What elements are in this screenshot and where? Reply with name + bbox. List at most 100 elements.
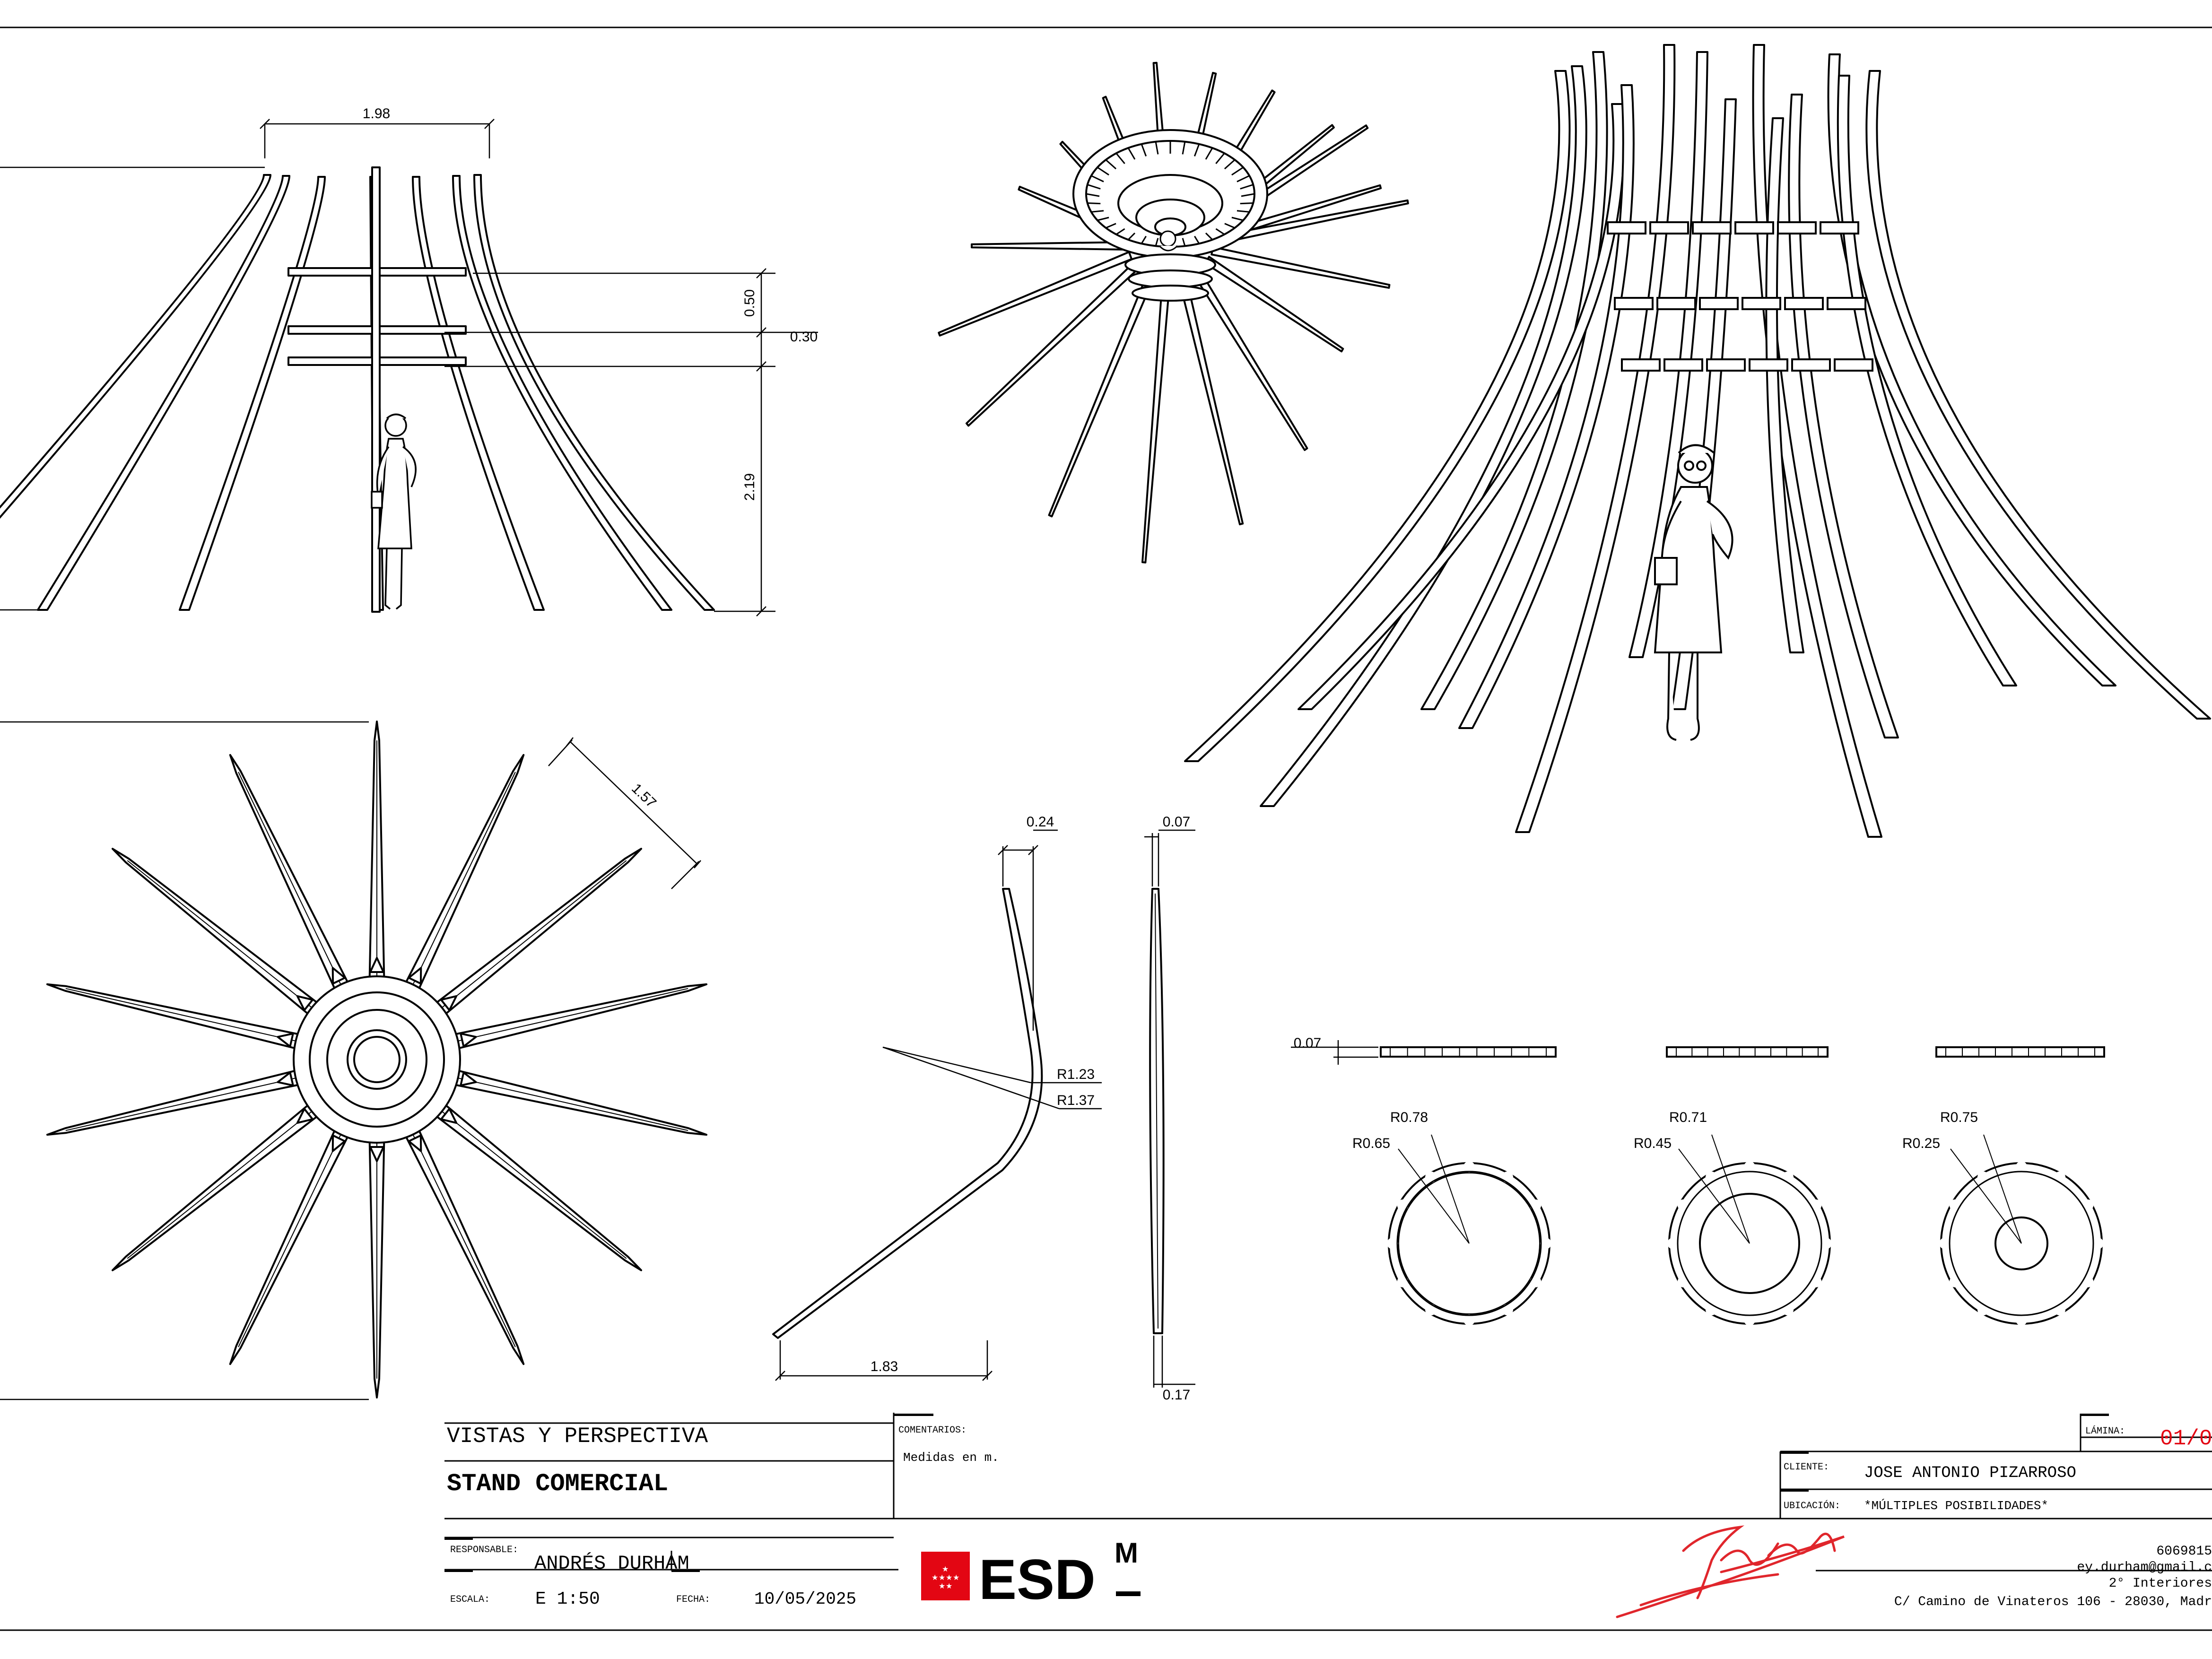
responsible-label: RESPONSABLE: bbox=[450, 1545, 518, 1555]
front-elevation-view bbox=[0, 166, 715, 613]
top-rib bbox=[938, 251, 1133, 337]
top-rib bbox=[971, 241, 1129, 251]
plan-rib-joint bbox=[408, 1134, 422, 1152]
comments-label: COMENTARIOS: bbox=[898, 1425, 967, 1436]
hub-slat bbox=[1115, 228, 1125, 235]
perspective-ring-segment bbox=[1706, 358, 1746, 372]
ring-details bbox=[1380, 1046, 2105, 1326]
front-rib bbox=[179, 176, 326, 611]
hub-slat bbox=[1193, 144, 1200, 156]
ring-notch bbox=[1744, 1161, 1755, 1173]
dim-ring-gap: 0.30 bbox=[790, 329, 818, 345]
ring-inner bbox=[1699, 1193, 1800, 1294]
perspective-rib bbox=[1184, 70, 1571, 762]
perspective-ring-segment bbox=[1649, 221, 1689, 235]
dim-base-height: 2.19 bbox=[742, 473, 758, 501]
sheet-number: 01/0 bbox=[2160, 1426, 2212, 1451]
plan-rib-centerline bbox=[428, 860, 627, 1019]
perspective-rib bbox=[1629, 51, 1708, 658]
plan-rib-joint bbox=[331, 967, 346, 985]
ring-notch bbox=[1540, 1238, 1551, 1249]
perspective-rib bbox=[1515, 44, 1676, 833]
plan-rib-joint bbox=[369, 957, 384, 973]
client-name: JOSE ANTONIO PIZARROSO bbox=[1864, 1464, 2076, 1482]
contact-phone: 6069815 bbox=[2156, 1544, 2212, 1559]
contact-address: C/ Camino de Vinateros 106 - 28030, Madr bbox=[1894, 1595, 2212, 1609]
hub-slat bbox=[1237, 175, 1250, 182]
date-value: 10/05/2025 bbox=[754, 1590, 856, 1609]
perspective-ring-segment bbox=[1663, 358, 1703, 372]
contact-email: ey.durham@gmail.c bbox=[2077, 1560, 2212, 1575]
plan-rib-joint bbox=[408, 967, 422, 985]
front-rib bbox=[37, 175, 290, 611]
hub-slat bbox=[1215, 153, 1225, 165]
front-rib bbox=[473, 174, 715, 611]
ring-notch bbox=[1820, 1238, 1832, 1249]
plan-rib-joint bbox=[440, 995, 458, 1011]
hub-slat bbox=[1105, 159, 1117, 170]
ring-notch bbox=[2016, 1314, 2027, 1326]
rib-profile bbox=[772, 888, 1043, 1339]
dim-ring3-outer: R0.75 bbox=[1940, 1110, 1978, 1125]
hub-slat bbox=[1215, 228, 1225, 235]
plan-rib-joint bbox=[277, 1071, 294, 1086]
hub-slat bbox=[1141, 144, 1147, 156]
human-figure-perspective bbox=[1654, 444, 1733, 741]
hub-slat bbox=[1091, 210, 1104, 213]
dim-rib-radius-inner: R1.23 bbox=[1057, 1067, 1095, 1082]
dim-ring2-outer: R0.71 bbox=[1669, 1110, 1707, 1125]
plan-dimensions bbox=[0, 721, 701, 1400]
hub-slat bbox=[1194, 235, 1200, 244]
esdm-logo-text: ESD bbox=[979, 1548, 1096, 1611]
rib-front-dimensions bbox=[1144, 829, 1195, 1388]
ring-notch-line bbox=[1677, 1171, 1822, 1316]
perspective-ring-segment bbox=[1621, 358, 1661, 372]
client-label: CLIENTE: bbox=[1784, 1462, 1829, 1473]
ring-thickness-dimension bbox=[1291, 1040, 1378, 1065]
title-block-frame bbox=[444, 1413, 2212, 1572]
front-rib bbox=[452, 175, 672, 611]
hub-slat bbox=[1086, 193, 1100, 197]
contact-block: 6069815 ey.durham@gmail.c 2° Interiores … bbox=[1894, 1544, 2212, 1609]
sheet-number-label: LÁMINA: bbox=[2085, 1425, 2125, 1437]
dim-ring-thickness: 0.07 bbox=[1294, 1035, 1321, 1051]
perspective-rib bbox=[1260, 65, 1587, 807]
ring-inner bbox=[1994, 1216, 2048, 1270]
plan-rib-centerline bbox=[65, 988, 313, 1045]
contact-course: 2° Interiores bbox=[2109, 1576, 2212, 1591]
plan-rib-joint bbox=[440, 1108, 458, 1124]
dim-ring1-outer: R0.78 bbox=[1390, 1110, 1428, 1125]
hub-slat bbox=[1155, 238, 1159, 246]
esdm-logo-superscript: M bbox=[1115, 1537, 1138, 1569]
right-perspective-rings bbox=[1607, 221, 1873, 372]
plan-rib-centerline bbox=[127, 860, 326, 1019]
front-rib bbox=[0, 174, 271, 519]
perspective-rib bbox=[1420, 51, 1608, 710]
ring-notch bbox=[1744, 1314, 1755, 1326]
dim-ring2-inner: R0.45 bbox=[1634, 1136, 1672, 1151]
hub-slat bbox=[1224, 223, 1235, 229]
dim-rib-side-top: 0.07 bbox=[1163, 814, 1190, 830]
top-perspective-hub bbox=[1072, 129, 1268, 302]
dim-front-width: 1.98 bbox=[363, 106, 390, 122]
ring-edge-view bbox=[1666, 1046, 1829, 1058]
perspective-ring-segment bbox=[1742, 297, 1781, 310]
perspective-ring-segment bbox=[1834, 358, 1873, 372]
hub-slat bbox=[1237, 210, 1250, 213]
perspective-ring-segment bbox=[1614, 297, 1654, 310]
plan-rib-joint bbox=[277, 1033, 294, 1048]
perspective-ring-segment bbox=[1749, 358, 1788, 372]
plan-rib-centerline bbox=[127, 1100, 326, 1259]
ring-edge-view bbox=[1935, 1046, 2105, 1058]
ring-notch bbox=[1939, 1238, 1951, 1249]
hub-slat bbox=[1182, 141, 1186, 155]
perspective-ring-segment bbox=[1777, 221, 1817, 235]
title-block-label-tabs bbox=[444, 1414, 2109, 1572]
svg-text:★: ★ bbox=[932, 1574, 938, 1582]
svg-text:★: ★ bbox=[946, 1574, 952, 1582]
hub-slat bbox=[1097, 217, 1109, 221]
right-perspective-view bbox=[1184, 44, 2211, 838]
plan-rib-centerline bbox=[238, 1119, 349, 1347]
esdm-logo: ★ ★ ★ ★ ★ ★ ★ ESD M bbox=[921, 1537, 1141, 1611]
